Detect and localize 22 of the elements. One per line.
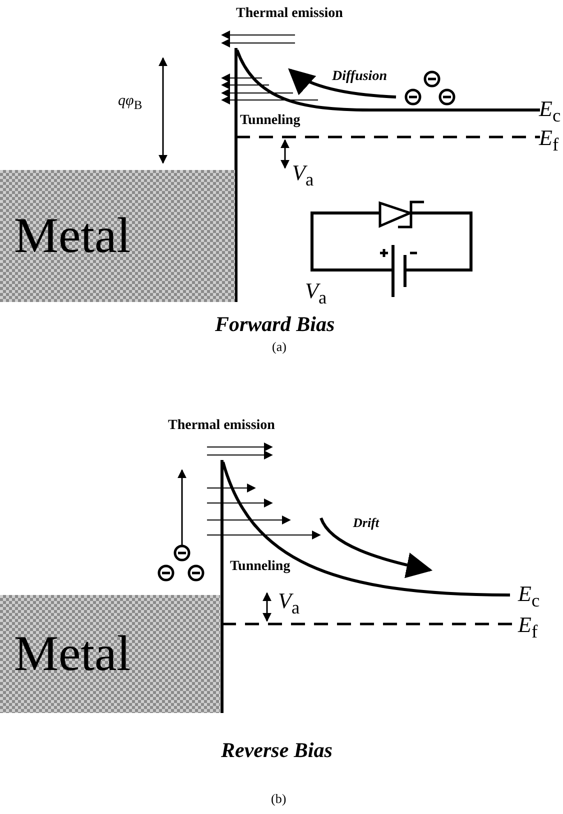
process-label: Tunneling — [240, 114, 300, 128]
band-label: E$_{f}$ — [518, 614, 538, 641]
barrier-height-label: qφ$_{B}$ — [118, 94, 142, 112]
process-label: Thermal emission — [236, 7, 343, 21]
band-label: E$_{f}$ — [539, 127, 559, 154]
process-label: Diffusion — [332, 70, 387, 84]
metal-block — [0, 170, 235, 302]
band-label: E$_{c}$ — [518, 583, 540, 610]
process-label: Thermal emission — [168, 419, 275, 433]
metal-block — [0, 595, 220, 713]
material-label: Metal — [14, 628, 131, 678]
process-label: Tunneling — [230, 560, 290, 574]
voltage-label: V$_{a}$ — [292, 162, 314, 189]
figure-title: Reverse Bias — [221, 740, 332, 761]
panel-label: (b) — [271, 792, 286, 805]
band-label: E$_{c}$ — [539, 98, 561, 125]
panel-label: (a) — [272, 340, 286, 353]
voltage-label: V$_{a}$ — [278, 590, 300, 617]
material-label: Metal — [14, 210, 131, 260]
voltage-label: V$_{a}$ — [305, 280, 327, 307]
figure-title: Forward Bias — [215, 314, 335, 335]
process-label: Drift — [353, 516, 379, 529]
